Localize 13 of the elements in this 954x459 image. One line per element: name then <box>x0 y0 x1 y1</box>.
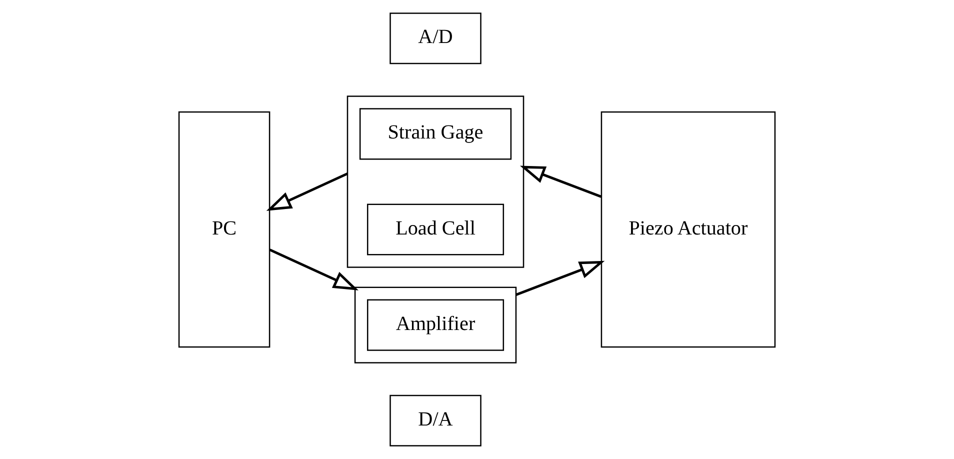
cluster <box>346 96 524 268</box>
arrow <box>266 172 348 211</box>
arrow <box>516 260 605 296</box>
node-box: A/D <box>390 12 482 64</box>
node-box: D/A <box>390 394 482 446</box>
node-box: Load Cell <box>367 204 504 256</box>
node-box: Amplifier <box>367 299 504 351</box>
node-box: Piezo Actuator <box>600 111 776 348</box>
node-box: Strain Gage <box>359 108 512 160</box>
cluster <box>354 286 517 364</box>
node-box: PC <box>178 111 270 348</box>
arrow <box>269 248 358 290</box>
arrow <box>520 166 602 198</box>
